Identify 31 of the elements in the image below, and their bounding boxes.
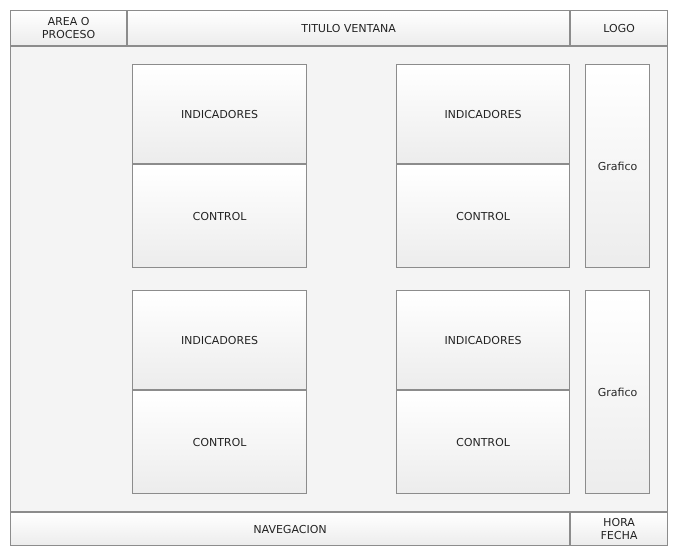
- footer-cell: [10, 512, 570, 546]
- box-label: LOGO: [603, 22, 635, 34]
- content-panel: [10, 46, 668, 512]
- panel-box: [396, 390, 570, 494]
- panel-box: [585, 290, 650, 494]
- header-cell: [10, 10, 127, 46]
- panel-box: [132, 64, 307, 164]
- panel-box: [396, 164, 570, 268]
- box-label: INDICADORES: [444, 334, 522, 346]
- header-cell: [570, 10, 668, 46]
- box-label: AREA O PROCESO: [40, 15, 96, 41]
- box-label: HORA FECHA: [600, 516, 638, 542]
- box-label: INDICADORES: [180, 334, 258, 346]
- box-label: NAVEGACION: [253, 522, 327, 536]
- panel-box: [132, 390, 307, 494]
- panel-box: [396, 64, 570, 164]
- footer-cell: [570, 512, 668, 546]
- panel-box: [585, 64, 650, 268]
- box-label: CONTROL: [192, 210, 246, 222]
- box-label: INDICADORES: [180, 108, 258, 120]
- box-label: TITULO VENTANA: [301, 22, 396, 34]
- box-label: CONTROL: [192, 436, 246, 448]
- header-cell: [127, 10, 570, 46]
- box-label: CONTROL: [456, 210, 510, 222]
- box-label: CONTROL: [456, 436, 510, 448]
- panel-box: [396, 290, 570, 390]
- box-label: INDICADORES: [444, 108, 522, 120]
- box-label: Grafico: [598, 386, 638, 398]
- panel-box: [132, 290, 307, 390]
- panel-box: [132, 164, 307, 268]
- box-label: Grafico: [598, 160, 638, 172]
